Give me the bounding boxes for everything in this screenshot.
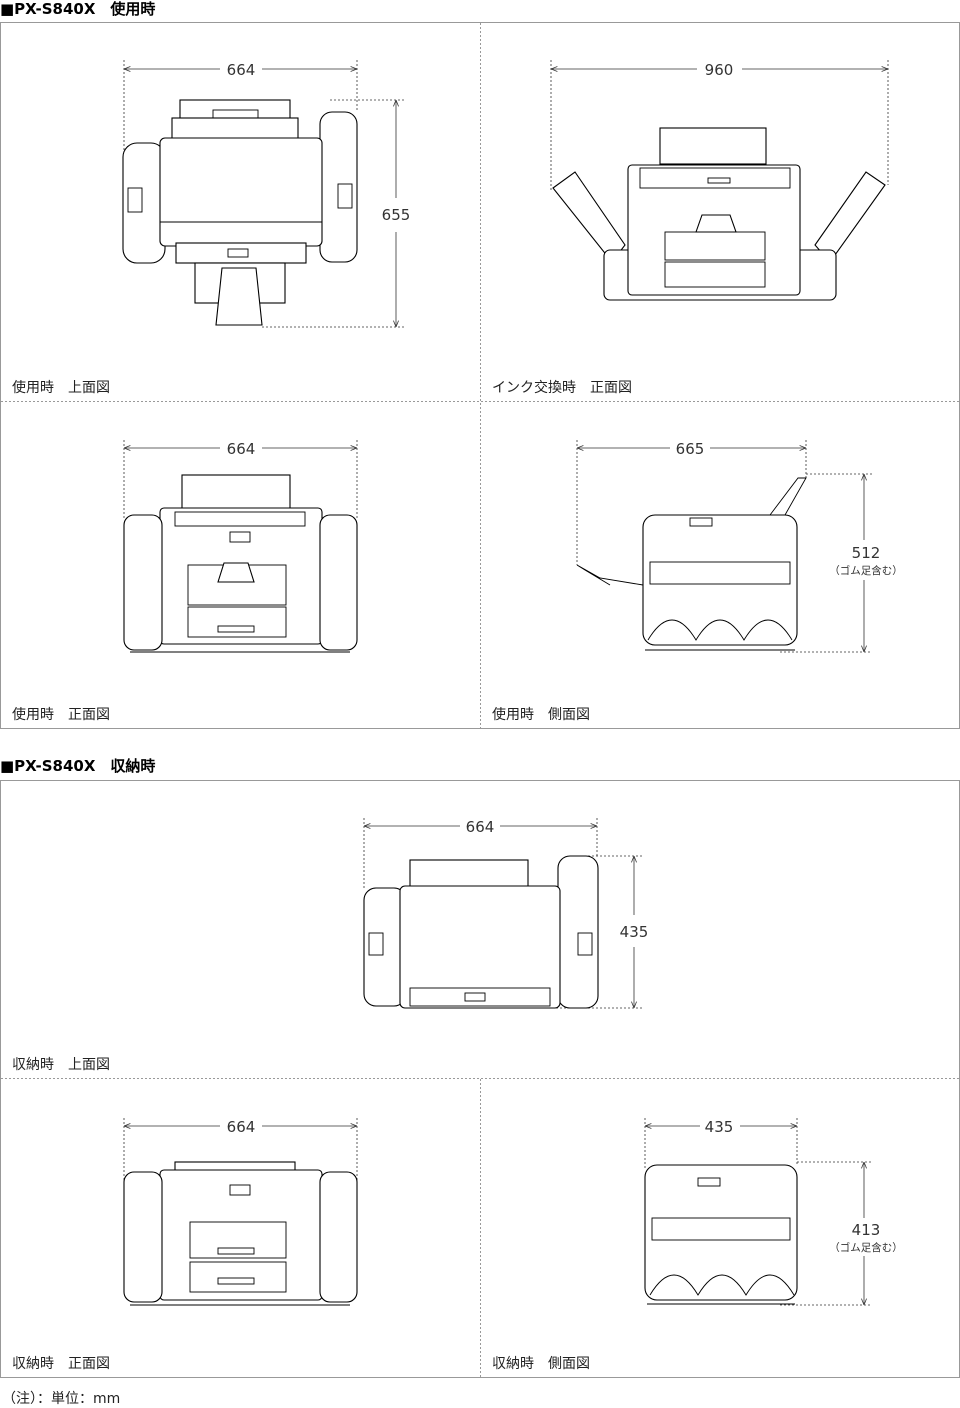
width-label: 664: [466, 818, 495, 836]
panel-front-view-storage: 664 収納時 正面図: [12, 1118, 358, 1372]
depth-label: 665: [676, 440, 705, 458]
width-label: 960: [705, 61, 734, 79]
section-heading-storage: ■PX-S840X 収納時: [0, 757, 155, 775]
height-label: 512: [852, 544, 881, 562]
height-label: 413: [852, 1221, 881, 1239]
panel-front-view-ink-replacement: 960 インク交換時 正面図: [492, 60, 889, 396]
width-label: 664: [227, 1118, 256, 1136]
depth-label: 435: [705, 1118, 734, 1136]
printer-side-view-icon: [576, 477, 807, 651]
width-label: 664: [227, 61, 256, 79]
panel-front-view-in-use: 664 使用時 正面図: [12, 440, 358, 723]
panel-caption: 使用時 側面図: [492, 706, 590, 723]
panel-caption: 使用時 正面図: [12, 706, 110, 723]
unit-note: （注）：単位：mm: [2, 1391, 120, 1407]
panel-top-view-storage: 664 435 収納時 上面図: [12, 818, 648, 1073]
depth-label: 655: [382, 206, 411, 224]
panel-caption: 収納時 上面図: [12, 1057, 110, 1073]
panel-side-view-in-use: 665 512 （ゴム足含む） 使用時 側面図: [492, 440, 903, 723]
printer-top-view-icon: [122, 99, 358, 326]
section-heading-in-use: ■PX-S840X 使用時: [0, 0, 155, 18]
printer-ink-replacement-icon: [552, 127, 886, 301]
height-note: （ゴム足含む）: [829, 564, 903, 577]
panel-side-view-storage: 435 413 （ゴム足含む） 収納時 側面図: [492, 1118, 903, 1372]
panel-caption: 収納時 側面図: [492, 1356, 590, 1372]
panel-caption: 使用時 上面図: [12, 379, 110, 396]
width-label: 664: [227, 440, 256, 458]
panel-caption: 収納時 正面図: [12, 1356, 110, 1372]
height-note: （ゴム足含む）: [829, 1241, 903, 1254]
printer-storage-front-view-icon: [123, 1161, 358, 1306]
printer-storage-top-view-icon: [363, 855, 599, 1009]
panel-caption: インク交換時 正面図: [492, 379, 632, 396]
printer-storage-side-view-icon: [644, 1164, 798, 1305]
printer-front-view-icon: [123, 474, 358, 653]
panel-top-view-in-use: 664 655 使用時 上面図: [12, 60, 410, 396]
depth-label: 435: [620, 923, 649, 941]
